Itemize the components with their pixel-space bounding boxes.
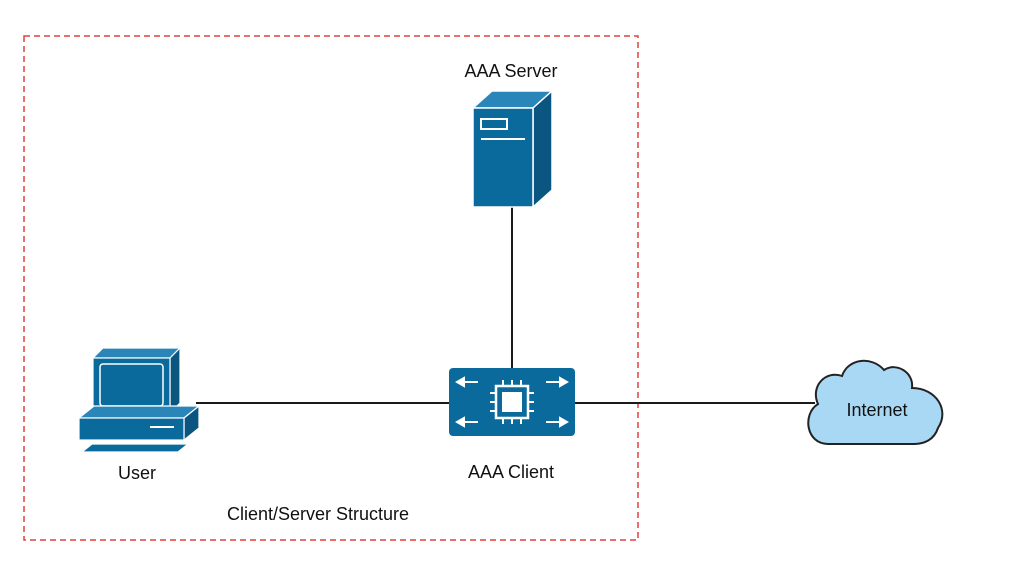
internet-label: Internet: [846, 400, 908, 420]
aaa-server-label: AAA Server: [464, 61, 558, 81]
aaa-client-label: AAA Client: [467, 462, 555, 482]
boundary-label: Client/Server Structure: [226, 504, 410, 524]
desktop-computer-icon: [77, 346, 201, 453]
user-label: User: [117, 463, 157, 483]
client-server-boundary: [23, 35, 639, 541]
router-chip-icon: [449, 368, 575, 436]
server-tower-icon: [471, 89, 554, 209]
cloud-icon: [807, 360, 944, 445]
